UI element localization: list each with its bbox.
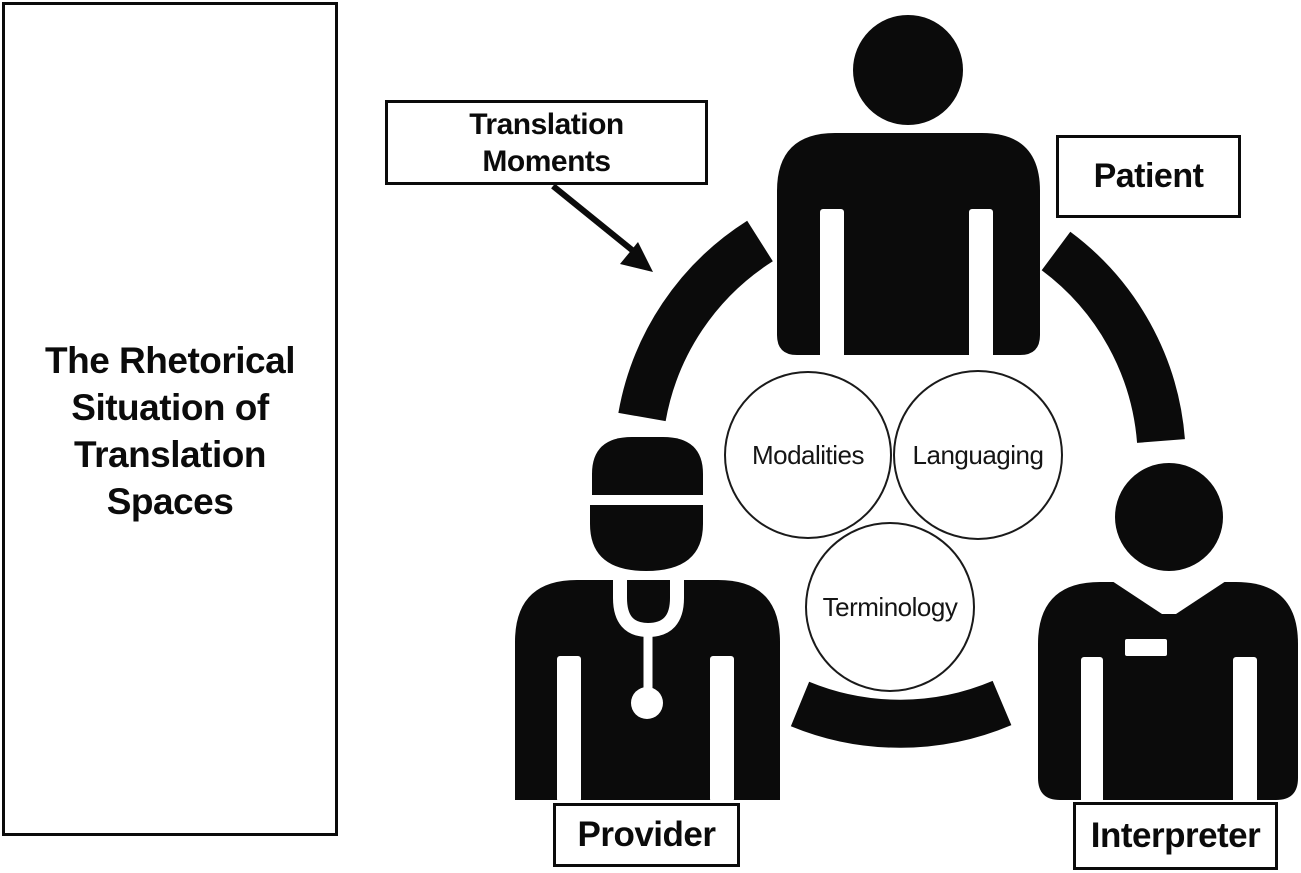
patient-head	[853, 15, 963, 125]
interpreter-icon	[1038, 463, 1298, 803]
interpreter-body	[1038, 582, 1298, 800]
provider-label: Provider	[577, 815, 717, 854]
arrow-head	[620, 242, 653, 272]
interpreter-collar-gap	[1112, 581, 1226, 614]
ring-arc-right	[1041, 231, 1185, 444]
patient-right-arm-gap	[969, 209, 993, 359]
provider-left-arm-gap	[557, 656, 581, 802]
interpreter-left-arm-gap	[1081, 657, 1103, 803]
translation-ring	[618, 220, 1185, 748]
terminology-label: Terminology	[822, 591, 958, 622]
modalities-label: Modalities	[751, 439, 865, 470]
patient-left-arm-gap	[820, 209, 844, 359]
interpreter-label-box: Interpreter	[1073, 802, 1278, 870]
callout-line: Translation	[469, 107, 624, 141]
languaging-circle: Languaging	[893, 370, 1063, 540]
provider-face	[590, 505, 703, 571]
interpreter-head	[1115, 463, 1223, 571]
arrow-shaft	[551, 183, 634, 253]
panel-title-line: Translation	[74, 434, 266, 475]
panel-title-line: Spaces	[106, 481, 234, 522]
provider-right-arm-gap	[710, 656, 734, 802]
ring-arc-left	[618, 220, 774, 422]
callout-arrow-icon	[551, 183, 653, 272]
patient-label-box: Patient	[1056, 135, 1241, 218]
panel-title-line: The Rhetorical	[45, 340, 296, 381]
patient-icon	[777, 15, 1040, 359]
panel-title-line: Situation of	[71, 387, 269, 428]
rhetorical-situation-panel: The Rhetorical Situation of Translation …	[2, 2, 338, 836]
interpreter-badge-icon	[1125, 639, 1167, 656]
callout-line: Moments	[482, 144, 611, 178]
patient-body	[777, 133, 1040, 355]
ring-arc-bottom	[790, 680, 1012, 748]
interpreter-right-arm-gap	[1233, 657, 1257, 803]
provider-icon	[515, 437, 780, 802]
terminology-circle: Terminology	[805, 522, 975, 692]
modalities-circle: Modalities	[724, 371, 892, 539]
patient-label: Patient	[1093, 157, 1204, 195]
stethoscope-chestpiece-icon	[631, 687, 663, 719]
provider-label-box: Provider	[553, 803, 740, 867]
translation-moments-label-box: Translation Moments	[385, 100, 708, 185]
provider-cap	[592, 437, 703, 495]
languaging-label: Languaging	[912, 439, 1044, 470]
interpreter-label: Interpreter	[1090, 816, 1261, 855]
